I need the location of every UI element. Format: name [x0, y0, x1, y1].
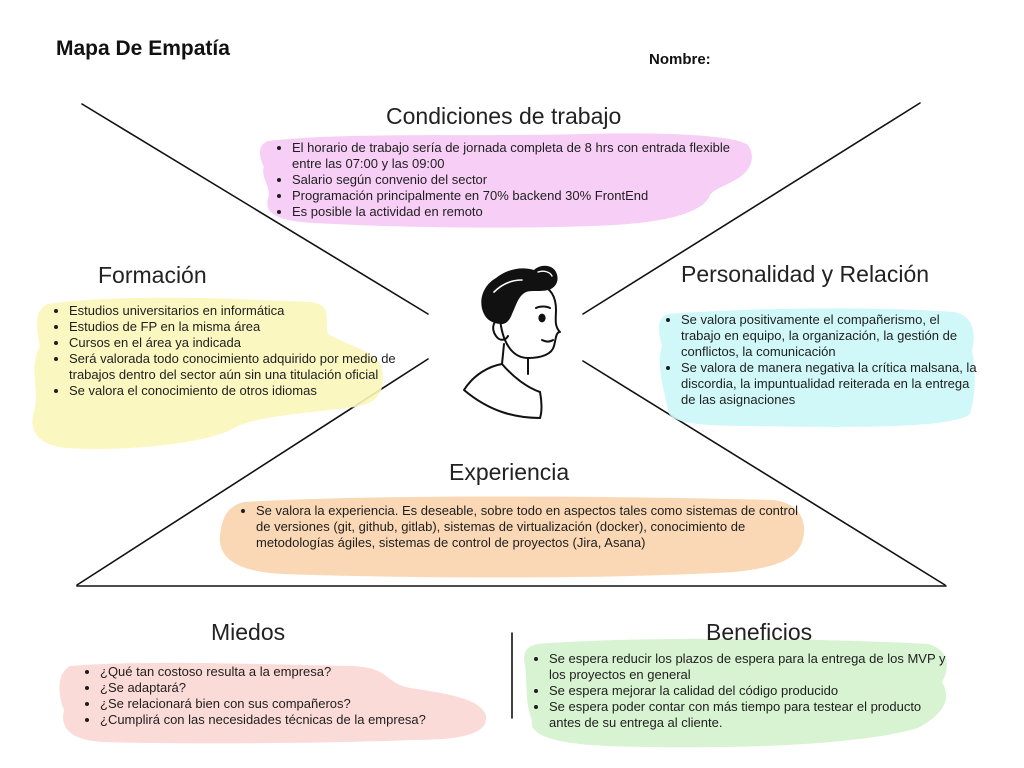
formacion-list: Estudios universitarios en informática E… [51, 303, 399, 398]
list-item: El horario de trabajo sería de jornada c… [292, 140, 762, 172]
experiencia-heading: Experiencia [449, 459, 570, 485]
list-item: Será valorada todo conocimiento adquirid… [69, 351, 399, 383]
beneficios-highlight [524, 638, 947, 748]
miedos-heading: Miedos [211, 619, 286, 645]
list-item: Programación principalmente en 70% backe… [292, 188, 762, 204]
page-title: Mapa De Empatía [56, 37, 230, 60]
list-item: Se espera mejorar la calidad del código … [549, 683, 949, 699]
list-item: Se valora positivamente el compañerismo,… [681, 312, 981, 360]
experiencia-highlight [219, 496, 805, 578]
list-item: ¿Qué tan costoso resulta a la empresa? [100, 664, 500, 680]
list-item: Es posible la actividad en remoto [292, 204, 762, 220]
condiciones-heading: Condiciones de trabajo [386, 103, 622, 129]
condiciones-highlight [259, 133, 752, 228]
list-item: Cursos en el área ya indicada [69, 335, 399, 351]
list-item: Se espera reducir los plazos de espera p… [549, 651, 949, 683]
list-item: Estudios universitarios en informática [69, 303, 399, 319]
beneficios-heading: Beneficios [706, 619, 813, 645]
condiciones-list: El horario de trabajo sería de jornada c… [274, 140, 762, 220]
list-item: Estudios de FP en la misma área [69, 319, 399, 335]
list-item: Se espera poder contar con más tiempo pa… [549, 699, 949, 731]
beneficios-list: Se espera reducir los plazos de espera p… [531, 651, 949, 731]
list-item: Se valora la experiencia. Es deseable, s… [256, 503, 816, 551]
list-item: Se valora de manera negativa la crítica … [681, 360, 981, 408]
diagonal-line-top-right [582, 102, 921, 315]
formacion-highlight [32, 297, 383, 450]
miedos-highlight [59, 662, 487, 744]
formacion-heading: Formación [98, 262, 207, 288]
list-item: Se valora el conocimiento de otros idiom… [69, 383, 399, 399]
diagonal-line-top-left [81, 103, 429, 315]
name-label: Nombre: [649, 51, 711, 68]
experiencia-list: Se valora la experiencia. Es deseable, s… [238, 503, 816, 551]
personalidad-list: Se valora positivamente el compañerismo,… [663, 312, 981, 407]
person-avatar-icon [463, 265, 561, 419]
list-item: ¿Cumplirá con las necesidades técnicas d… [100, 712, 500, 728]
list-item: ¿Se adaptará? [100, 680, 500, 696]
personalidad-heading: Personalidad y Relación [681, 261, 930, 287]
list-item: ¿Se relacionará bien con sus compañeros? [100, 696, 500, 712]
list-item: Salario según convenio del sector [292, 172, 762, 188]
personalidad-highlight [658, 308, 975, 427]
miedos-list: ¿Qué tan costoso resulta a la empresa? ¿… [82, 664, 500, 728]
diagonal-line-bottom-right [582, 360, 946, 586]
